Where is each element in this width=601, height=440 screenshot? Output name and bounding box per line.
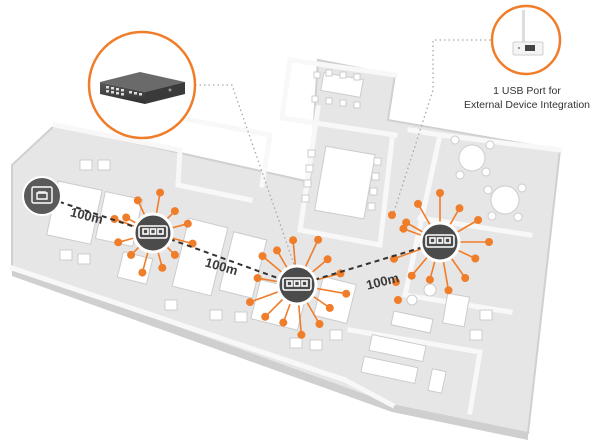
- usb-caption-line2: External Device Integration: [464, 99, 590, 111]
- link-3: [296, 241, 441, 286]
- device-node: [133, 196, 142, 205]
- hub-wall-jack: [22, 176, 62, 216]
- device-node: [315, 320, 324, 328]
- device-node: [114, 238, 123, 247]
- device-node: [394, 296, 402, 304]
- device-node: [156, 188, 165, 197]
- usb-dongle-icon: [512, 10, 544, 56]
- meeting-room-top: [311, 69, 364, 109]
- device-node: [258, 252, 267, 261]
- device-node: [388, 211, 396, 219]
- boardroom: [301, 145, 382, 220]
- device-node: [444, 286, 453, 295]
- switch-callout-connector: [195, 84, 297, 271]
- device-node: [138, 268, 147, 277]
- callout-connectors: [195, 39, 495, 271]
- device-node: [170, 250, 179, 259]
- floor-plan: [8, 57, 563, 440]
- hub-center: [276, 264, 318, 306]
- device-node: [471, 254, 480, 263]
- ethernet-port-icon: [138, 225, 168, 239]
- usb-callout: [490, 4, 562, 76]
- ethernet-port-icon: [425, 234, 455, 248]
- right-rooms: [360, 283, 493, 394]
- lounge-room: [450, 135, 527, 222]
- switch-callout: [87, 30, 197, 140]
- device-node: [455, 204, 464, 213]
- device-node: [425, 275, 434, 284]
- link-2: [152, 232, 298, 286]
- device-node: [485, 238, 493, 246]
- device-node: [273, 246, 281, 255]
- device-node: [279, 318, 288, 327]
- device-node: [289, 236, 298, 245]
- ethernet-port-icon: [282, 277, 312, 291]
- ethernet-jack-icon: [31, 186, 53, 204]
- network-switch-icon: [100, 72, 185, 104]
- usb-caption-line1: 1 USB Port for: [493, 85, 561, 97]
- device-node: [402, 218, 411, 227]
- device-node: [461, 274, 470, 282]
- usb-callout-connector: [391, 39, 495, 219]
- device-node: [110, 215, 119, 223]
- device-node: [407, 271, 416, 280]
- device-node: [183, 219, 192, 228]
- device-node: [474, 216, 483, 224]
- device-node: [436, 189, 444, 197]
- device-node: [323, 255, 332, 264]
- device-node: [392, 278, 400, 286]
- device-node: [253, 274, 262, 283]
- device-node: [261, 312, 270, 321]
- device-node: [314, 235, 323, 244]
- device-node: [414, 199, 422, 208]
- device-node: [325, 303, 334, 312]
- device-node: [170, 207, 179, 216]
- device-node: [127, 250, 136, 259]
- device-node: [297, 330, 306, 339]
- hub-right: [419, 221, 461, 263]
- device-node: [246, 298, 254, 307]
- floor-slab-edge: [12, 268, 528, 440]
- device-node: [399, 224, 408, 233]
- device-node: [342, 289, 351, 298]
- hub-left: [132, 212, 174, 254]
- device-node: [158, 263, 167, 272]
- device-node: [122, 213, 131, 222]
